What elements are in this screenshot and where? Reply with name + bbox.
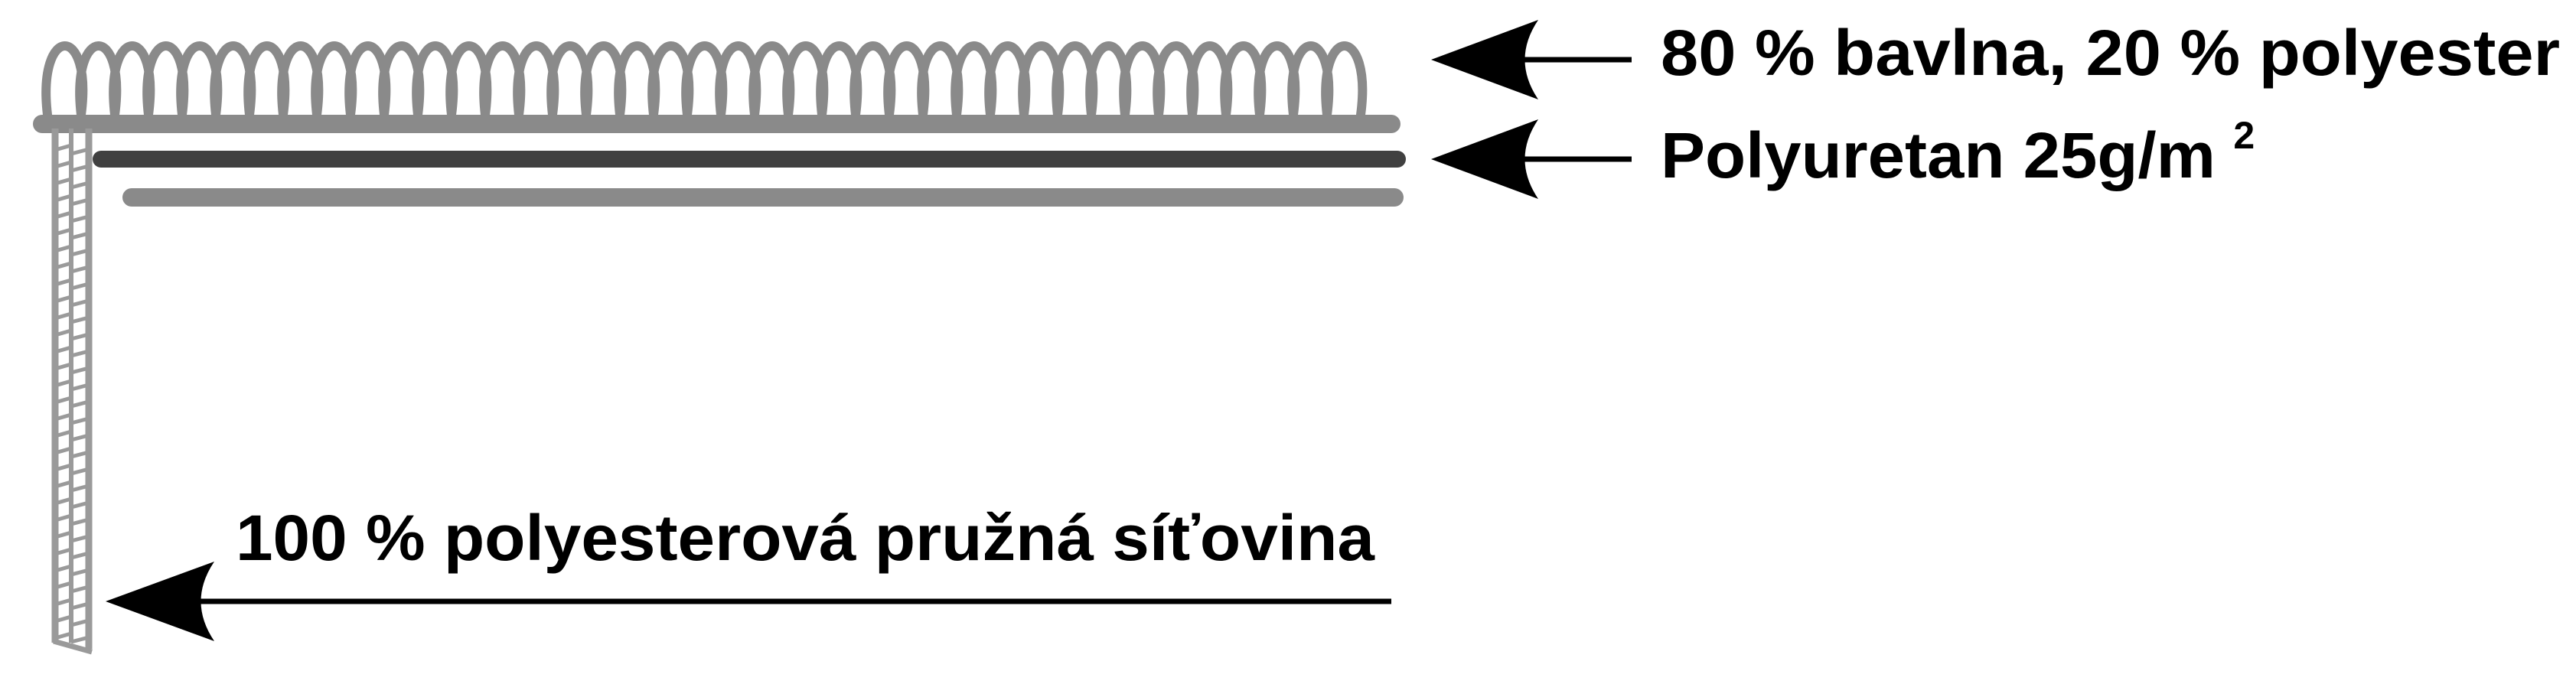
polyurethane-layer-arrow [1431,119,1632,199]
cotton-polyester-label: 80 % bavlna, 20 % polyester [1661,17,2560,89]
polyurethane-label-base: Polyuretan 25g/m [1661,119,2216,191]
polyurethane-label-superscript: 2 [2233,114,2255,157]
cotton-loops [41,41,1368,119]
cotton-layer-arrow [1431,20,1632,99]
arrow-head-icon [106,562,214,641]
cotton-polyester-loop-layer [33,41,1400,133]
arrow-head-icon [1431,20,1538,99]
arrow-head-icon [1431,119,1538,199]
mesh-layer-arrow [106,562,1391,641]
polyurethane-label: Polyuretan 25g/m 2 [1661,114,2255,191]
polyester-mesh-label: 100 % polyesterová pružná síťovina [236,502,1375,574]
mesh-bottom-edge [53,638,93,655]
polyester-mesh-strip [51,129,93,655]
